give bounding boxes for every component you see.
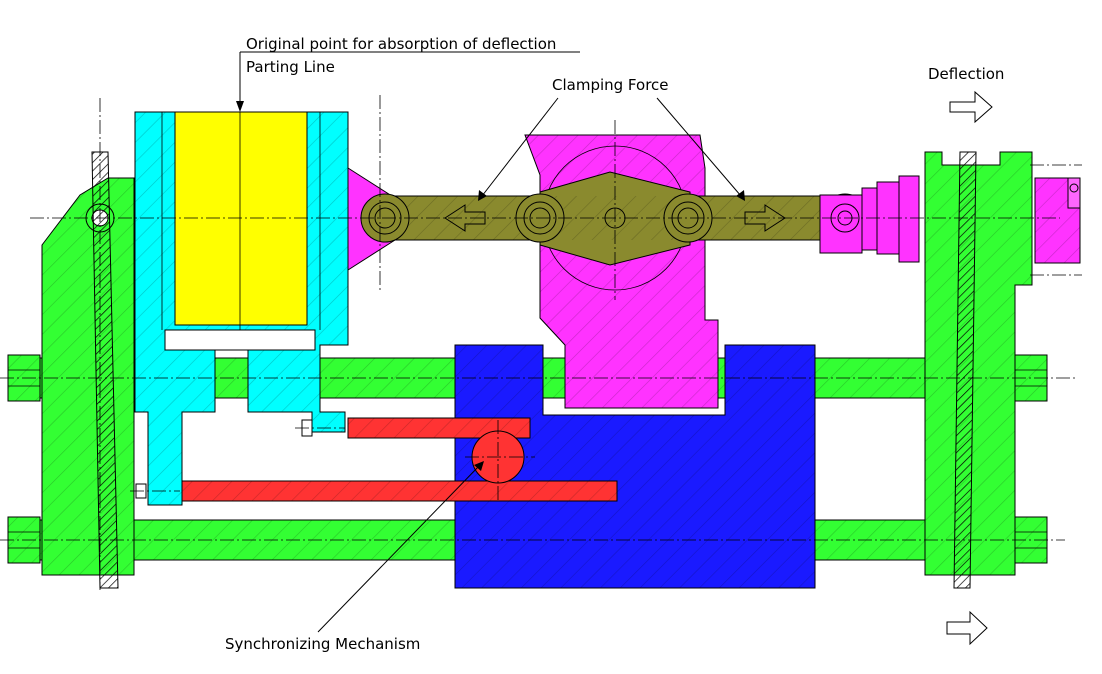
sync-rack-lower <box>135 480 618 502</box>
right-adjuster-block <box>1034 177 1081 264</box>
deflection-arrow-bottom <box>946 610 988 646</box>
right-platen <box>924 151 1033 576</box>
left-platen <box>41 177 135 576</box>
clamping-force-arrow-left <box>444 204 486 232</box>
right-deflection-plate <box>953 151 977 589</box>
mold-block <box>161 111 321 330</box>
left-deflection-plate <box>91 151 119 589</box>
deflection-arrow-top <box>949 90 993 124</box>
label-deflection: Deflection <box>928 65 1004 83</box>
label-original-point: Original point for absorption of deflect… <box>246 35 556 53</box>
toggle-link-bar <box>384 171 856 266</box>
crosshead-block <box>454 344 816 589</box>
label-clamping-force: Clamping Force <box>552 76 669 94</box>
centerlines <box>0 95 1082 590</box>
label-parting-line: Parting Line <box>246 58 335 76</box>
link-end-right <box>819 175 920 263</box>
label-synchronizing-mechanism: Synchronizing Mechanism <box>225 635 420 653</box>
leader-lines <box>236 51 745 633</box>
